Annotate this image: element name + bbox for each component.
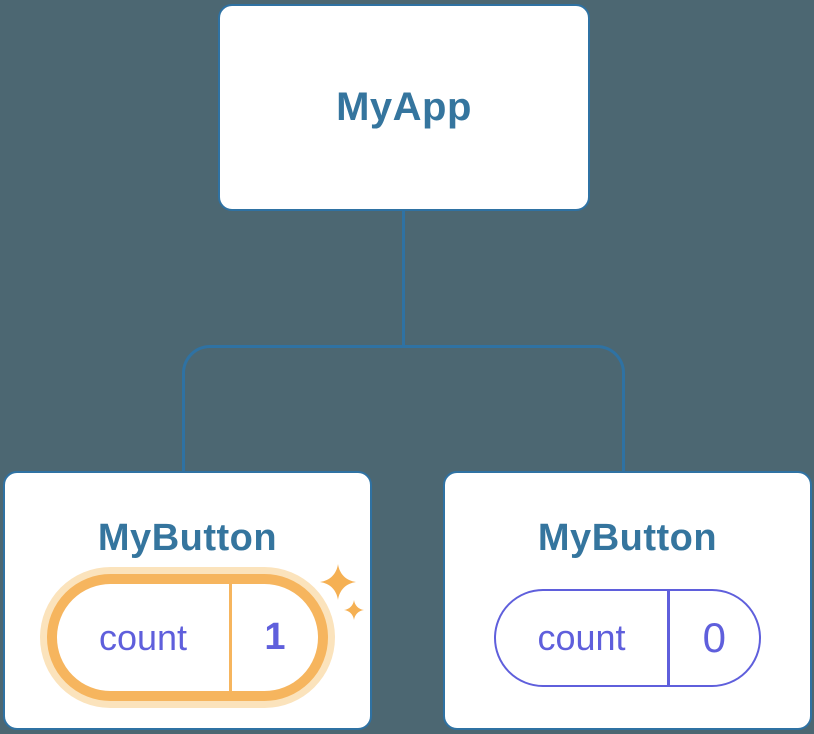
state-pill: count 0: [494, 589, 761, 687]
state-value-label: 1: [264, 616, 286, 658]
state-name-cell: count: [57, 584, 229, 691]
child-component-card-unchanged: MyButton count 0: [443, 471, 812, 730]
state-name-label: count: [537, 617, 626, 658]
state-value-cell: 0: [670, 591, 760, 685]
child-component-card-updated: MyButton count 1: [3, 471, 372, 730]
child-component-label: MyButton: [97, 517, 278, 559]
state-value-label: 0: [702, 614, 726, 661]
state-pill-highlighted: count 1: [47, 574, 328, 701]
state-value-cell: 1: [232, 584, 318, 691]
pill-divider: [229, 584, 232, 691]
sparkle-icon: [344, 600, 364, 620]
pill-divider: [667, 591, 670, 685]
sparkle-icon: [320, 564, 356, 600]
root-component-card: MyApp: [218, 4, 590, 211]
child-component-label: MyButton: [537, 517, 718, 559]
connector-bracket: [182, 345, 625, 472]
state-name-cell: count: [496, 591, 667, 685]
connector-stem: [402, 210, 405, 347]
root-component-label: MyApp: [336, 85, 472, 129]
state-name-label: count: [98, 616, 188, 658]
